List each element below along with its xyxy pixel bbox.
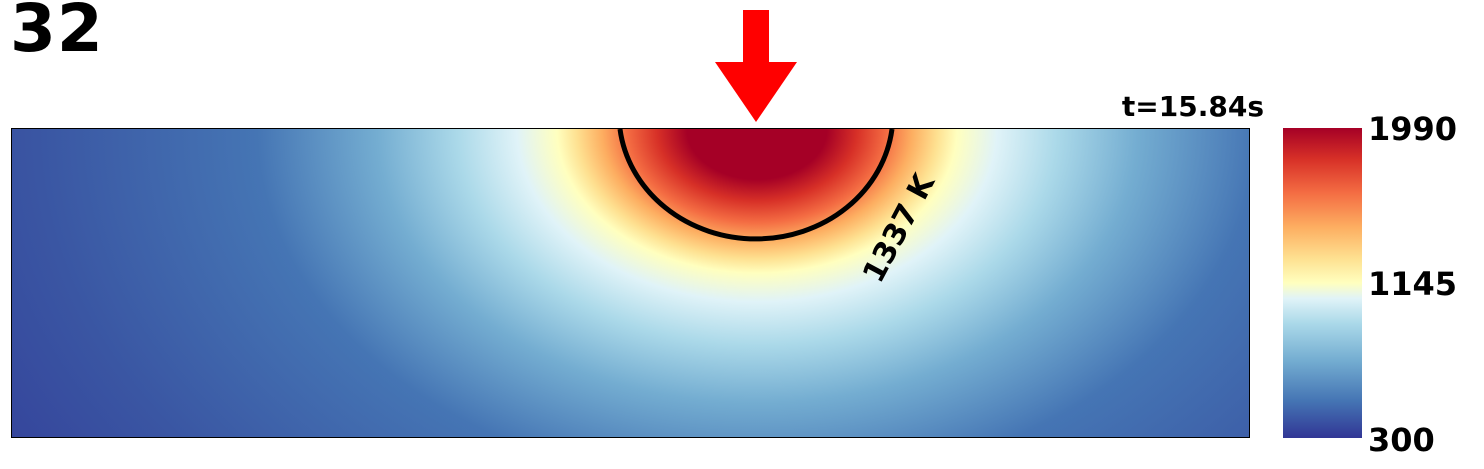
temperature-field-plot: 1337 K [11,128,1250,438]
colorbar-tick-mid: 1145 [1368,265,1458,303]
colorbar [1283,128,1362,438]
colorbar-tick-max: 1990 [1368,110,1458,148]
melt-contour-1337 [617,129,895,242]
colorbar-tick-min: 300 [1368,421,1435,459]
time-label: t=15.84s [1121,90,1264,123]
frame-number: 32 [10,0,104,67]
heatmap-svg: 1337 K [12,129,1249,437]
heat-source-arrow-icon [715,10,797,122]
heatmap-field [12,129,1249,437]
